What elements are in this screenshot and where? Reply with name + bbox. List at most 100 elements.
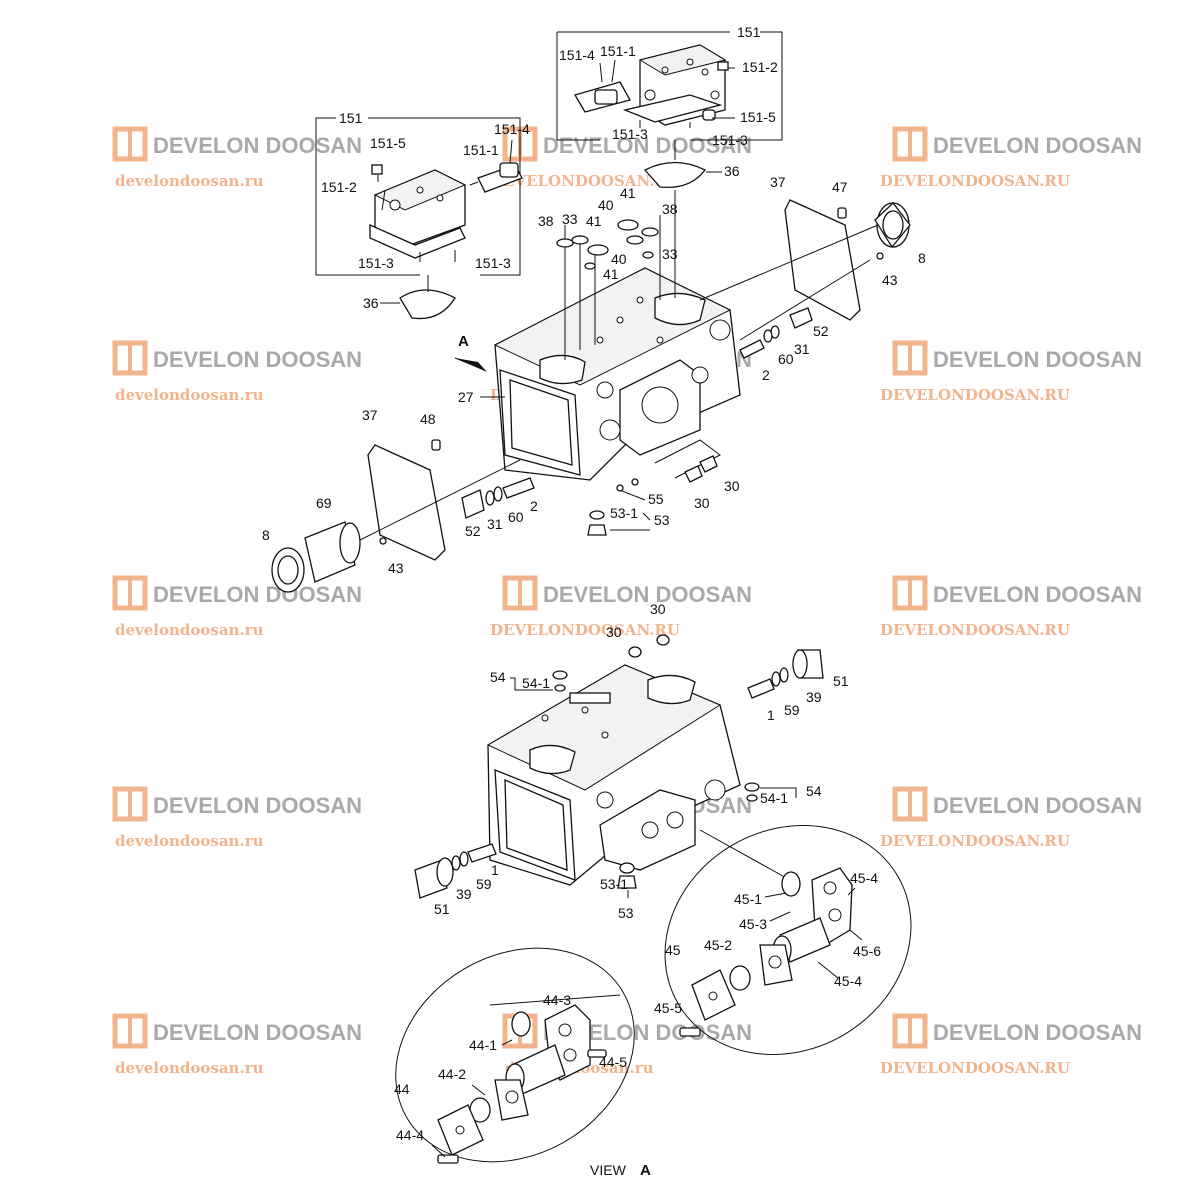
label-44-5: 44-5 bbox=[599, 1054, 627, 1070]
seal-54-1-mid bbox=[746, 794, 758, 802]
watermark-url: DEVELONDOOSAN.RU bbox=[880, 621, 1070, 639]
watermark-brand: DEVELON DOOSAN bbox=[543, 133, 752, 158]
label-44-1: 44-1 bbox=[469, 1037, 497, 1053]
regulator-assembly-left bbox=[315, 117, 523, 276]
label-51-right: 51 bbox=[833, 673, 849, 689]
plug-53-upper bbox=[587, 524, 607, 536]
plug-53-lower bbox=[617, 875, 637, 889]
watermark-brand: DEVELON DOOSAN bbox=[153, 347, 362, 372]
shaft-assembly-left bbox=[461, 477, 535, 519]
label-8-right: 8 bbox=[918, 250, 926, 266]
label-1-left: 1 bbox=[491, 862, 499, 878]
label-151-5-left: 151-5 bbox=[370, 135, 406, 151]
label-54-1-top: 54-1 bbox=[522, 675, 550, 691]
gasket-37-left bbox=[367, 444, 446, 561]
label-52-right: 52 bbox=[813, 323, 829, 339]
label-60-left: 60 bbox=[508, 509, 524, 525]
bolt-55-a bbox=[616, 484, 624, 492]
label-60-right: 60 bbox=[778, 351, 794, 367]
label-37-right: 37 bbox=[770, 174, 786, 190]
gasket-36-right bbox=[643, 161, 706, 189]
plug-43-left bbox=[379, 537, 387, 545]
label-45-2: 45-2 bbox=[704, 937, 732, 953]
label-1-right: 1 bbox=[767, 707, 775, 723]
view-label: VIEW bbox=[590, 1162, 627, 1178]
label-151-3-left-a: 151-3 bbox=[358, 255, 394, 271]
watermark-brand: DEVELON DOOSAN bbox=[153, 133, 362, 158]
label-41-b: 41 bbox=[586, 213, 602, 229]
label-151-4-left: 151-4 bbox=[494, 121, 530, 137]
label-44-2: 44-2 bbox=[438, 1066, 466, 1082]
watermark-brand: DEVELON DOOSAN bbox=[153, 582, 362, 607]
watermark-url: develondoosan.ru bbox=[115, 386, 264, 404]
label-52-left: 52 bbox=[465, 523, 481, 539]
label-36-left: 36 bbox=[363, 295, 379, 311]
label-30-b: 30 bbox=[724, 478, 740, 494]
label-151-left: 151 bbox=[339, 110, 363, 126]
label-43-right: 43 bbox=[882, 272, 898, 288]
label-54-top: 54 bbox=[490, 669, 506, 685]
label-53-bot: 53 bbox=[618, 905, 634, 921]
label-51-left: 51 bbox=[434, 901, 450, 917]
nut-30-a bbox=[684, 465, 703, 483]
label-33-a: 33 bbox=[562, 211, 578, 227]
label-45-1: 45-1 bbox=[734, 891, 762, 907]
watermark-url: DEVELONDOOSAN.RU bbox=[490, 621, 680, 639]
label-151-1-left: 151-1 bbox=[463, 142, 499, 158]
label-44: 44 bbox=[394, 1081, 410, 1097]
label-33-b: 33 bbox=[662, 246, 678, 262]
watermark-url: DEVELONDOOSAN.RU bbox=[490, 172, 680, 190]
watermark-url: develondoosan.ru bbox=[115, 1059, 264, 1077]
label-53-1-bot: 53-1 bbox=[600, 876, 628, 892]
label-54-mid: 54 bbox=[806, 783, 822, 799]
watermark-brand: DEVELON DOOSAN bbox=[933, 582, 1142, 607]
watermark-url: develondoosan.ru bbox=[115, 172, 264, 190]
watermark: DEVELON DOOSAN develondoosan.ru bbox=[112, 340, 362, 404]
pump-housing-lower bbox=[486, 664, 741, 886]
watermark: DEVELON DOOSAN develondoosan.ru bbox=[112, 126, 362, 190]
watermark-url: DEVELONDOOSAN.RU bbox=[880, 172, 1070, 190]
watermark-brand: DEVELON DOOSAN bbox=[543, 582, 752, 607]
label-31-right: 31 bbox=[794, 341, 810, 357]
label-53-top: 53 bbox=[654, 512, 670, 528]
label-45-4-a: 45-4 bbox=[850, 870, 878, 886]
label-45-4-b: 45-4 bbox=[834, 973, 862, 989]
label-59-left: 59 bbox=[476, 876, 492, 892]
watermark: DEVELON DOOSAN DEVELONDOOSAN.RU bbox=[490, 126, 752, 190]
label-8-left: 8 bbox=[262, 527, 270, 543]
assembly-44-outline bbox=[395, 947, 635, 1163]
label-37-left: 37 bbox=[362, 407, 378, 423]
pin-48 bbox=[431, 439, 441, 451]
valve-block-44 bbox=[437, 1004, 607, 1164]
watermark-brand: DEVELON DOOSAN bbox=[933, 793, 1142, 818]
nut-30-b bbox=[699, 455, 718, 473]
label-39-left: 39 bbox=[456, 886, 472, 902]
label-39-right: 39 bbox=[806, 689, 822, 705]
watermark-url: develondoosan.ru bbox=[115, 832, 264, 850]
label-151-3-left-b: 151-3 bbox=[475, 255, 511, 271]
assembly-45-outline bbox=[664, 825, 912, 1055]
label-47: 47 bbox=[832, 179, 848, 195]
pin-47 bbox=[837, 207, 847, 219]
label-30-d: 30 bbox=[650, 601, 666, 617]
label-30-c: 30 bbox=[606, 624, 622, 640]
label-69: 69 bbox=[316, 495, 332, 511]
label-2-right: 2 bbox=[762, 367, 770, 383]
label-151-1-top: 151-1 bbox=[600, 43, 636, 59]
label-151-2-top: 151-2 bbox=[742, 59, 778, 75]
label-45-3: 45-3 bbox=[739, 916, 767, 932]
watermark: DEVELON DOOSAN develondoosan.ru bbox=[112, 575, 362, 639]
shaft-assembly-left-lower bbox=[414, 843, 497, 899]
label-54-1-mid: 54-1 bbox=[760, 790, 788, 806]
sleeve-69 bbox=[304, 521, 361, 583]
plug-53-1-lower bbox=[619, 862, 635, 874]
watermark-url: develondoosan.ru bbox=[115, 621, 264, 639]
label-45: 45 bbox=[665, 942, 681, 958]
watermark-url: DEVELONDOOSAN.RU bbox=[880, 832, 1070, 850]
bolt-55-b bbox=[631, 478, 639, 486]
label-53-1-top: 53-1 bbox=[610, 505, 638, 521]
